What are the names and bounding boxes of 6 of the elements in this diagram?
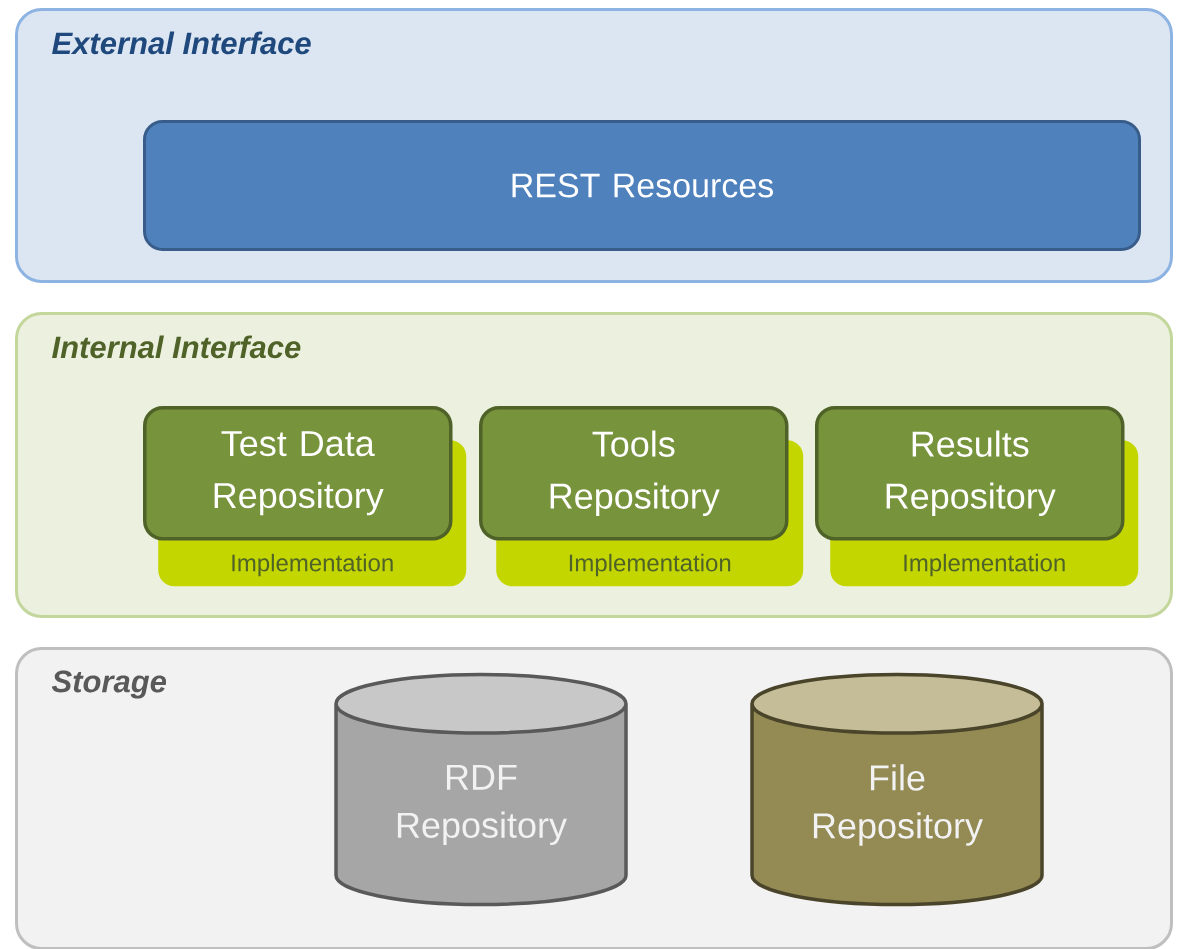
repository-box: Tools Repository xyxy=(479,406,789,541)
repository-box: Results Repository xyxy=(815,406,1125,541)
database-cylinder: RDF Repository xyxy=(334,672,628,907)
resource-box: REST Resources xyxy=(143,120,1141,251)
database-cylinder: File Repository xyxy=(750,672,1044,907)
repository-box: Test Data Repository xyxy=(143,406,453,541)
